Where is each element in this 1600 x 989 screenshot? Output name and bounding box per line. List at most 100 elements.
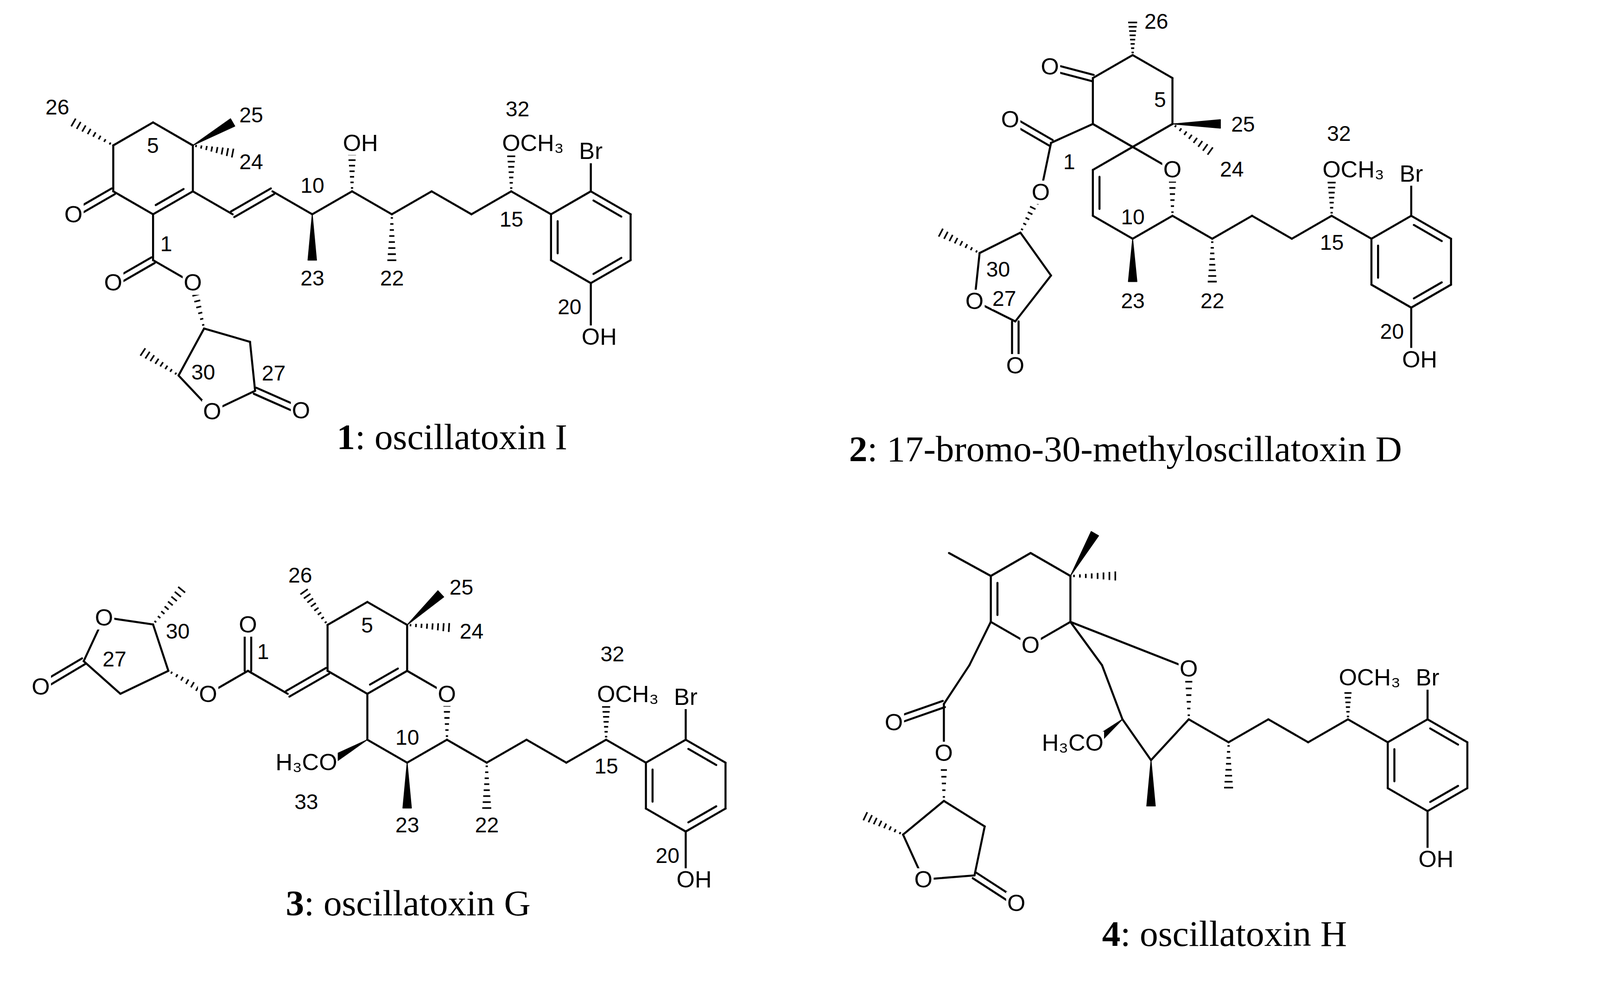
atom-label: OH	[580, 324, 618, 349]
single-bond	[979, 232, 1021, 254]
atom-label: O	[1162, 158, 1183, 182]
atom-label: O	[182, 271, 204, 296]
hashed-bond	[387, 217, 397, 261]
atom-label: OH	[1401, 347, 1439, 372]
locant-number: 5	[360, 613, 375, 635]
atom-label: O	[94, 605, 115, 630]
single-bond	[406, 624, 408, 671]
atom-label: OCH₃	[501, 131, 566, 155]
atom-label: H₃CO	[274, 750, 339, 775]
locant-number: 22	[379, 266, 406, 289]
single-bond	[1069, 576, 1072, 623]
atom-label: O	[237, 612, 259, 637]
locant-number: 32	[1326, 121, 1353, 144]
hashed-bond	[140, 348, 177, 375]
double-bond	[898, 700, 945, 723]
atom-label: Br	[1414, 665, 1441, 690]
hashed-bond	[1128, 22, 1137, 53]
single-bond	[1102, 665, 1123, 720]
single-bond	[391, 191, 432, 215]
wedge-bond	[406, 590, 444, 626]
hashed-bond	[410, 622, 450, 632]
hashed-bond	[1224, 745, 1233, 788]
locant-number: 23	[1119, 289, 1146, 311]
single-bond	[943, 665, 970, 705]
locant-number: 24	[238, 150, 265, 172]
atom-label: O	[290, 398, 312, 423]
locant-number: 30	[985, 257, 1012, 280]
compound-name: : oscillatoxin I	[355, 418, 568, 456]
atom-label: OH	[1417, 847, 1455, 871]
locant-number: 25	[238, 103, 265, 125]
hashed-bond	[154, 586, 185, 623]
atom-label: O	[63, 202, 84, 227]
single-bond	[1172, 215, 1213, 240]
single-bond	[247, 671, 288, 695]
double-bond	[230, 188, 274, 218]
double-bond	[590, 191, 631, 217]
compound-number: 3	[285, 884, 305, 922]
hashed-bond	[1174, 125, 1213, 155]
single-bond	[352, 191, 393, 215]
locant-number: 23	[394, 813, 421, 836]
hashed-bond	[601, 702, 611, 737]
atom-label: O	[1006, 891, 1027, 915]
hashed-bond	[482, 766, 491, 808]
single-bond	[431, 191, 472, 215]
locant-number: 30	[190, 360, 217, 382]
single-bond	[113, 191, 153, 215]
single-bond	[1092, 123, 1133, 147]
double-bond	[685, 739, 726, 765]
hashed-bond	[71, 118, 111, 145]
single-bond	[203, 328, 250, 343]
wedge-bond	[1172, 119, 1221, 128]
hashed-bond	[1207, 242, 1217, 282]
single-bond	[249, 342, 255, 392]
atom-label: O	[102, 271, 124, 296]
atom-label: Br	[577, 139, 604, 164]
compound-number: 2	[849, 430, 868, 468]
locant-number: 22	[474, 813, 501, 836]
locant-number: 22	[1199, 289, 1226, 311]
double-bond	[1427, 719, 1468, 745]
single-bond	[974, 826, 985, 876]
single-bond	[646, 808, 686, 832]
single-bond	[646, 739, 686, 763]
locant-number: 25	[1230, 112, 1257, 134]
locant-number: 20	[1378, 319, 1405, 342]
double-bond	[1411, 215, 1452, 242]
wedge-bond	[1146, 760, 1156, 807]
hashed-bond	[300, 589, 327, 623]
double-bond	[646, 762, 653, 809]
wedge-bond	[402, 762, 412, 809]
compound-number: 4	[1102, 915, 1121, 953]
locant-number: 30	[165, 619, 191, 642]
atom-label: OCH₃	[1321, 157, 1386, 182]
atom-label: OH	[342, 131, 380, 155]
locant-number: 10	[1119, 205, 1146, 228]
atom-label: O	[436, 682, 458, 706]
single-bond	[1188, 719, 1229, 743]
double-bond	[367, 668, 408, 694]
hashed-bond	[1073, 571, 1116, 581]
locant-number: 20	[556, 295, 583, 317]
atom-label: H₃CO	[1041, 730, 1105, 755]
locant-number: 1	[1062, 150, 1077, 172]
single-bond	[902, 800, 944, 835]
single-bond	[1410, 307, 1413, 350]
single-bond	[1122, 719, 1152, 761]
single-bond	[969, 622, 991, 666]
compound-name: : oscillatoxin G	[304, 884, 531, 922]
single-bond	[990, 552, 1031, 577]
locant-number: 26	[44, 95, 71, 117]
atom-label: O	[1020, 633, 1042, 657]
locant-number: 1	[256, 640, 271, 662]
single-bond	[326, 624, 329, 671]
single-bond	[1410, 183, 1413, 216]
single-bond	[1426, 685, 1429, 720]
locant-number: 20	[654, 844, 681, 866]
single-bond	[1212, 215, 1252, 240]
atom-label: O	[883, 710, 905, 735]
double-bond	[990, 576, 998, 623]
